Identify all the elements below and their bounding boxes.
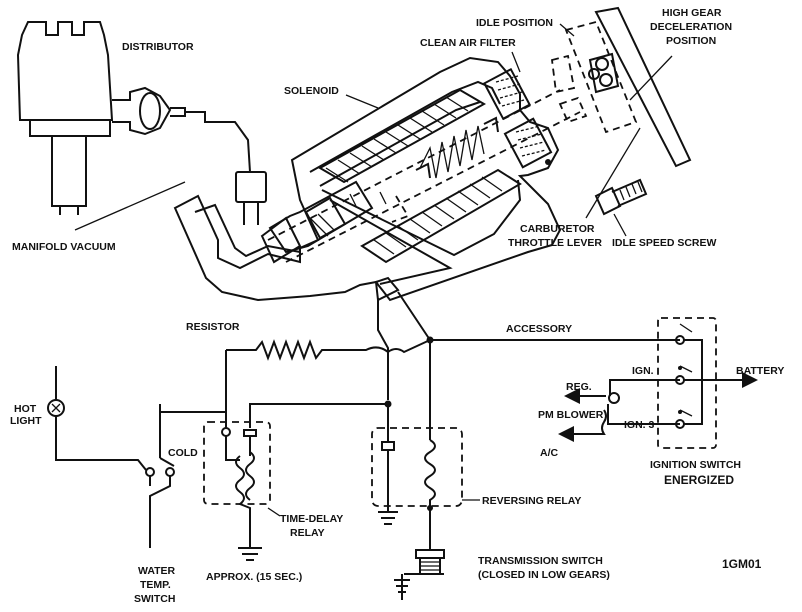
label-distributor: DISTRIBUTOR <box>122 41 194 53</box>
solenoid-assembly <box>173 56 562 302</box>
label-ignition-switch: IGNITION SWITCH <box>650 459 741 471</box>
label-carburetor-1: CARBURETOR <box>520 223 595 235</box>
idle-screw-leader <box>613 213 627 237</box>
label-battery: BATTERY <box>736 365 784 377</box>
label-transmission-closed: (CLOSED IN LOW GEARS) <box>478 569 610 581</box>
idle-speed-screw <box>594 178 648 216</box>
label-time-delay: TIME-DELAY <box>280 513 343 525</box>
throttle-lever-idle <box>551 20 638 134</box>
manifold-vacuum-leader <box>74 181 186 231</box>
ignition-switch <box>558 317 758 449</box>
label-ign: IGN. <box>632 365 654 377</box>
label-high-gear-3: POSITION <box>666 35 716 47</box>
label-approx: APPROX. (15 SEC.) <box>206 571 302 583</box>
plunger-axis <box>267 89 561 241</box>
label-idle-speed-screw: IDLE SPEED SCREW <box>612 237 717 249</box>
idle-position-leader <box>559 23 575 37</box>
label-high-gear-1: HIGH GEAR <box>662 7 722 19</box>
label-relay: RELAY <box>290 527 325 539</box>
label-manifold-vacuum: MANIFOLD VACUUM <box>12 241 116 253</box>
label-pm-blower: PM BLOWER <box>538 409 604 421</box>
time-delay-relay <box>203 421 271 561</box>
carburetor-leader <box>585 127 641 219</box>
label-carburetor-2: THROTTLE LEVER <box>508 237 602 249</box>
label-high-gear-2: DECELERATION <box>650 21 732 33</box>
label-idle-position: IDLE POSITION <box>476 17 553 29</box>
distributor <box>16 21 114 215</box>
label-water: WATER <box>138 565 176 577</box>
solenoid-leader <box>345 94 379 109</box>
throttle-lever-deceleration <box>588 6 692 168</box>
label-reversing-relay: REVERSING RELAY <box>482 495 581 507</box>
transmission-switch <box>394 512 445 600</box>
label-temp: TEMP. <box>140 579 171 591</box>
label-resistor: RESISTOR <box>186 321 240 333</box>
label-hot-2: LIGHT <box>10 415 42 427</box>
label-solenoid: SOLENOID <box>284 85 339 97</box>
vacuum-line-distributor <box>185 111 251 173</box>
label-transmission: TRANSMISSION SWITCH <box>478 555 603 567</box>
label-ac: A/C <box>540 447 559 459</box>
label-ign3: IGN. 3 <box>624 419 655 431</box>
clean-air-filter-leader <box>511 51 521 73</box>
vacuum-advance-unit <box>112 86 186 136</box>
label-figure-code: 1GM01 <box>722 557 762 571</box>
label-switch: SWITCH <box>134 593 175 605</box>
high-gear-leader <box>629 55 673 101</box>
label-clean-air-filter: CLEAN AIR FILTER <box>420 37 516 49</box>
label-energized: ENERGIZED <box>664 473 734 487</box>
reversing-relay <box>371 404 463 525</box>
label-accessory: ACCESSORY <box>506 323 572 335</box>
label-hot-1: HOT <box>14 403 37 415</box>
vacuum-fitting <box>235 171 267 225</box>
label-cold: COLD <box>168 447 198 459</box>
label-reg: REG. <box>566 381 592 393</box>
